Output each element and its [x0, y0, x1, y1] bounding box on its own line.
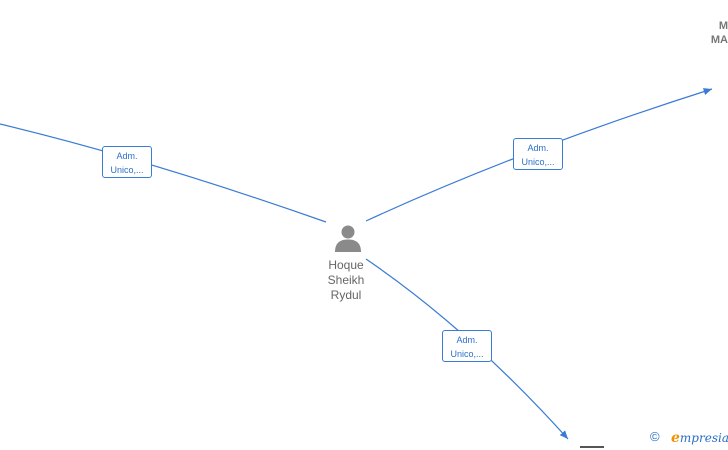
- edge-label-line-2: Unico,...: [450, 349, 484, 359]
- brand-rest: mpresia: [679, 431, 728, 445]
- person-name-line: Sheikh: [327, 273, 365, 287]
- copyright-icon: ©: [650, 429, 660, 444]
- person-name-line: Hoque: [328, 258, 364, 272]
- company-name-line: M: [718, 20, 728, 32]
- brand-initial: e: [671, 430, 680, 446]
- edge-label-bottom[interactable]: Adm. Unico,...: [442, 330, 492, 362]
- edge-label-left[interactable]: Adm. Unico,...: [102, 146, 152, 178]
- empresia-logo[interactable]: empresia: [671, 430, 728, 446]
- edge-label-line-1: Adm.: [527, 143, 549, 153]
- company-node-label[interactable]: M MA: [711, 19, 728, 47]
- company-name-line: MA: [710, 34, 728, 46]
- edge-label-top-right[interactable]: Adm. Unico,...: [513, 138, 563, 170]
- person-name-line: Rydul: [330, 288, 362, 302]
- edge-label-line-1: Adm.: [116, 151, 138, 161]
- edge-label-line-2: Unico,...: [521, 157, 555, 167]
- edge-label-line-2: Unico,...: [110, 165, 144, 175]
- person-icon[interactable]: [333, 223, 363, 253]
- bottom-node-stub: [580, 446, 604, 448]
- edge-label-line-1: Adm.: [456, 335, 478, 345]
- edge-left-to-center: [0, 123, 327, 223]
- person-node-name[interactable]: Hoque Sheikh Rydul: [316, 258, 376, 303]
